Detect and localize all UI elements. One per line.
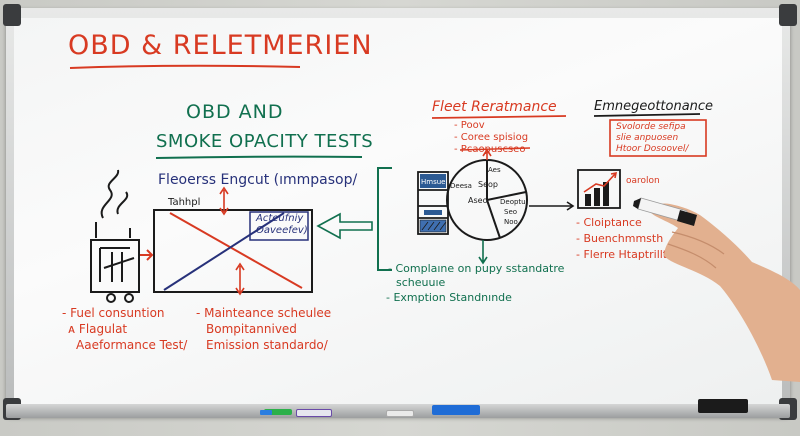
green-bracket (377, 167, 392, 271)
hand-skin (650, 203, 800, 382)
pie-label-3: Deoptu (500, 198, 526, 206)
maintenance-note-1: - Mainteance scheulee (196, 306, 332, 320)
pie-label-4: Seo (504, 208, 518, 216)
pie-label-1: Aseo (468, 196, 488, 205)
graph-rising-line (163, 212, 285, 291)
fleet-heading: Fleet Reratmance (432, 99, 557, 115)
pie-label-6: Aes (488, 166, 501, 174)
graph-heading: Fleoerss Engcut (ımmpasop/ (158, 172, 358, 188)
bar-chart-trend-arrow (583, 171, 618, 193)
blue-eraser[interactable] (432, 405, 480, 415)
emergency-heading: Emnegeottonance (594, 99, 714, 114)
marker-pen-icon (633, 197, 697, 226)
pie-label-2: Seop (478, 180, 498, 189)
subtitle-underline (155, 155, 363, 159)
emergency-bullet-2: - Buenchmmsth (576, 232, 664, 245)
fleet-bullet-2: - Coree spisiog (454, 132, 529, 143)
green-marker-in-tray[interactable] (264, 409, 292, 415)
compliance-note-3: - Exmption Standnınde (386, 291, 512, 304)
vehicle-note-2: ᴀ Flagulat (68, 322, 128, 336)
fleet-bullets-underline (459, 147, 531, 151)
server-hatch (421, 221, 447, 231)
compliance-note-2: scheuuıe (396, 276, 446, 289)
frame-corner-top-left (3, 4, 21, 26)
maintenance-note-2: Bompitannived (206, 322, 297, 336)
vehicle-note-1: - Fuel consuntion (62, 306, 165, 320)
chart-side-label: oarolon (626, 176, 660, 186)
black-eraser[interactable] (698, 399, 748, 413)
server-unit-blue (420, 174, 446, 188)
compliance-note-1: - Complaıne on pupy sstandatre (388, 262, 565, 275)
emergency-box-line-2: slie anpuosen (616, 133, 679, 143)
server-label-2: Deesa (450, 182, 472, 190)
fleet-bullet-3: - Pcaopuscseo (454, 144, 526, 155)
title-underline (69, 64, 301, 69)
pie-right-arrow (529, 201, 575, 211)
fleet-underline (431, 115, 567, 119)
emergency-underline (593, 113, 701, 117)
emergency-bullet-1: - Cloiptance (576, 216, 642, 229)
blue-marker-in-tray[interactable] (260, 410, 272, 415)
graph-declining-line (169, 212, 303, 289)
hollow-left-arrow (316, 212, 373, 240)
graph-legend-box (249, 211, 309, 241)
bar-chart-icon (577, 169, 621, 209)
emergency-bullet-3: - Flerre Htaptrillt (576, 248, 668, 261)
emergency-box-line-3: Htoor Dosoovel/ (616, 144, 689, 154)
pie-down-arrow (478, 240, 488, 265)
subtitle-line-1: OBD AND (186, 101, 284, 123)
vehicle-note-3: Aaeformance Test/ (76, 338, 188, 352)
vehicle-exhaust-icon (90, 169, 140, 303)
graph-legend-line-2: Oaveefev) (256, 225, 308, 236)
graph-frame (153, 209, 313, 293)
server-unit-led (424, 210, 442, 215)
maintenance-note-3: Emission standardo/ (206, 338, 328, 352)
vehicle-to-graph-arrow (140, 249, 154, 261)
graph-top-double-arrow (219, 186, 229, 216)
fleet-bullet-1: - Poov (454, 120, 485, 131)
emergency-box (609, 119, 707, 157)
hand-finger-crease-2 (667, 243, 717, 269)
subtitle-line-2: SMOKE OPACITY TESTS (156, 131, 374, 152)
white-marker-in-tray[interactable] (386, 410, 414, 417)
graph-legend-line-1: Acteufniy (256, 213, 304, 224)
emergency-box-line-1: Svolorde sefipa (616, 122, 686, 132)
pie-label-5: Noo (504, 218, 518, 226)
graph-bottom-double-arrow (235, 262, 245, 296)
pie-up-arrow (482, 148, 492, 160)
server-label-1: Hmsue (421, 178, 446, 186)
frame-corner-top-right (779, 4, 797, 26)
hand-finger-crease (671, 231, 725, 255)
board-title: OBD & RELETMERIEN (68, 30, 373, 61)
graph-top-label: Tahhpl (168, 197, 201, 208)
purple-marker-in-tray[interactable] (296, 409, 332, 417)
